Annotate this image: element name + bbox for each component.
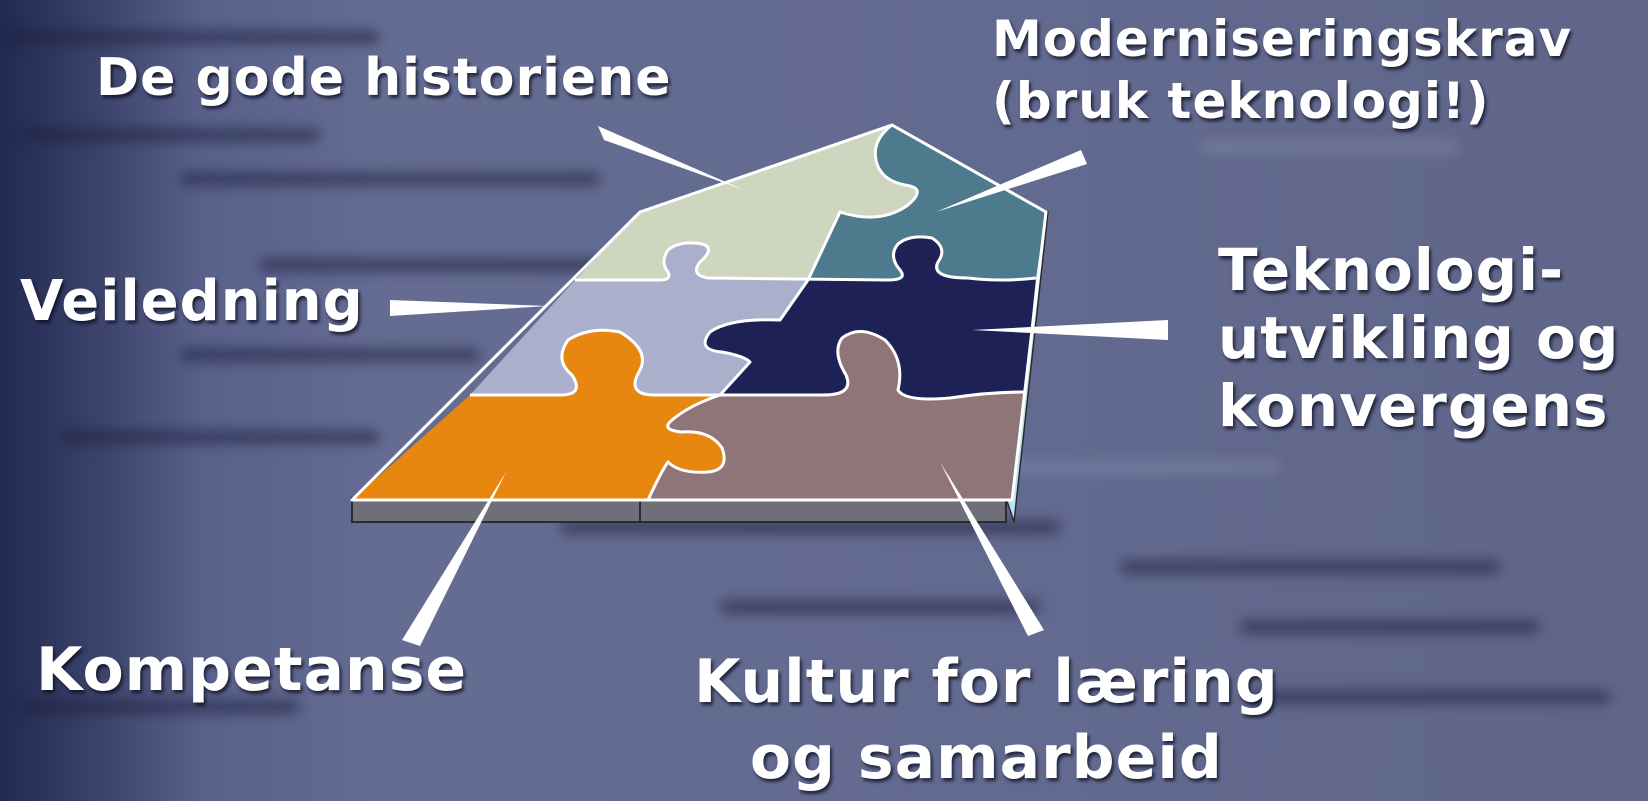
callout-pointers [390,126,1168,646]
label-teknologiutvikling: Teknologi- utvikling og konvergens [1218,236,1620,440]
pointer-teknologiutvikling [972,320,1168,340]
board-front-edge [351,497,1007,523]
background-streak [60,430,380,444]
label-kompetanse: Kompetanse [36,635,468,705]
background-streak [0,30,380,44]
piece-outlines [350,123,1048,502]
pointer-moderniseringskrav [936,150,1087,212]
background-streak [1200,140,1460,154]
pointer-veiledning [390,300,548,316]
background-streak [720,600,1040,614]
background-streak [180,348,480,362]
background-streak [180,172,600,186]
label-veiledning: Veiledning [20,269,364,334]
background-streak [20,128,320,142]
piece-gode-historiene [575,125,918,280]
pointer-kultur [940,462,1044,636]
pointer-gode-historiene [598,126,744,190]
label-gode-historiene: De gode historiene [96,48,672,108]
background-streak [1000,460,1280,474]
piece-kultur [648,331,1024,500]
pointer-kompetanse [402,472,506,646]
piece-veiledning [470,242,808,395]
background-streak [1240,620,1540,634]
background-streak [20,700,300,714]
label-kultur: Kultur for læring og samarbeid [694,647,1279,793]
background-streak [260,258,620,272]
background-streak [1120,560,1500,574]
label-moderniseringskrav: Moderniseringskrav (bruk teknologi!) [992,10,1573,130]
piece-moderniseringskrav [808,125,1046,280]
piece-kompetanse [352,330,725,500]
background-streak [560,520,1060,534]
background-streak [1250,690,1610,704]
